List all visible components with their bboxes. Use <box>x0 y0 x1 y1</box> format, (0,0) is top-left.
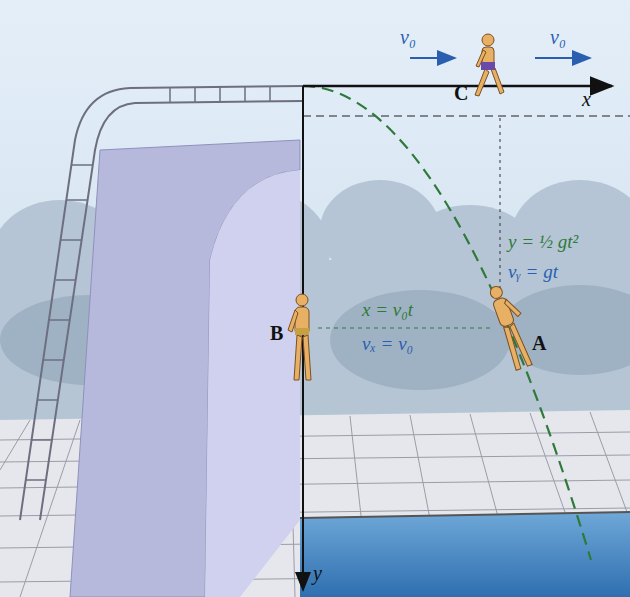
person-label: C <box>452 82 470 104</box>
person-label: B <box>268 322 285 344</box>
equation-label: x = v₀t <box>360 300 415 321</box>
equation-label: y = ½ gt² <box>506 232 580 253</box>
person-label: A <box>530 332 548 354</box>
axis-label: x <box>580 88 593 110</box>
equation-label: vₓ = v₀ <box>360 334 415 355</box>
velocity-label: v₀ <box>398 26 418 48</box>
velocity-label: v₀ <box>548 26 568 48</box>
equation-label: vᵧ = gt <box>506 262 560 283</box>
axis-label: y <box>311 562 324 584</box>
